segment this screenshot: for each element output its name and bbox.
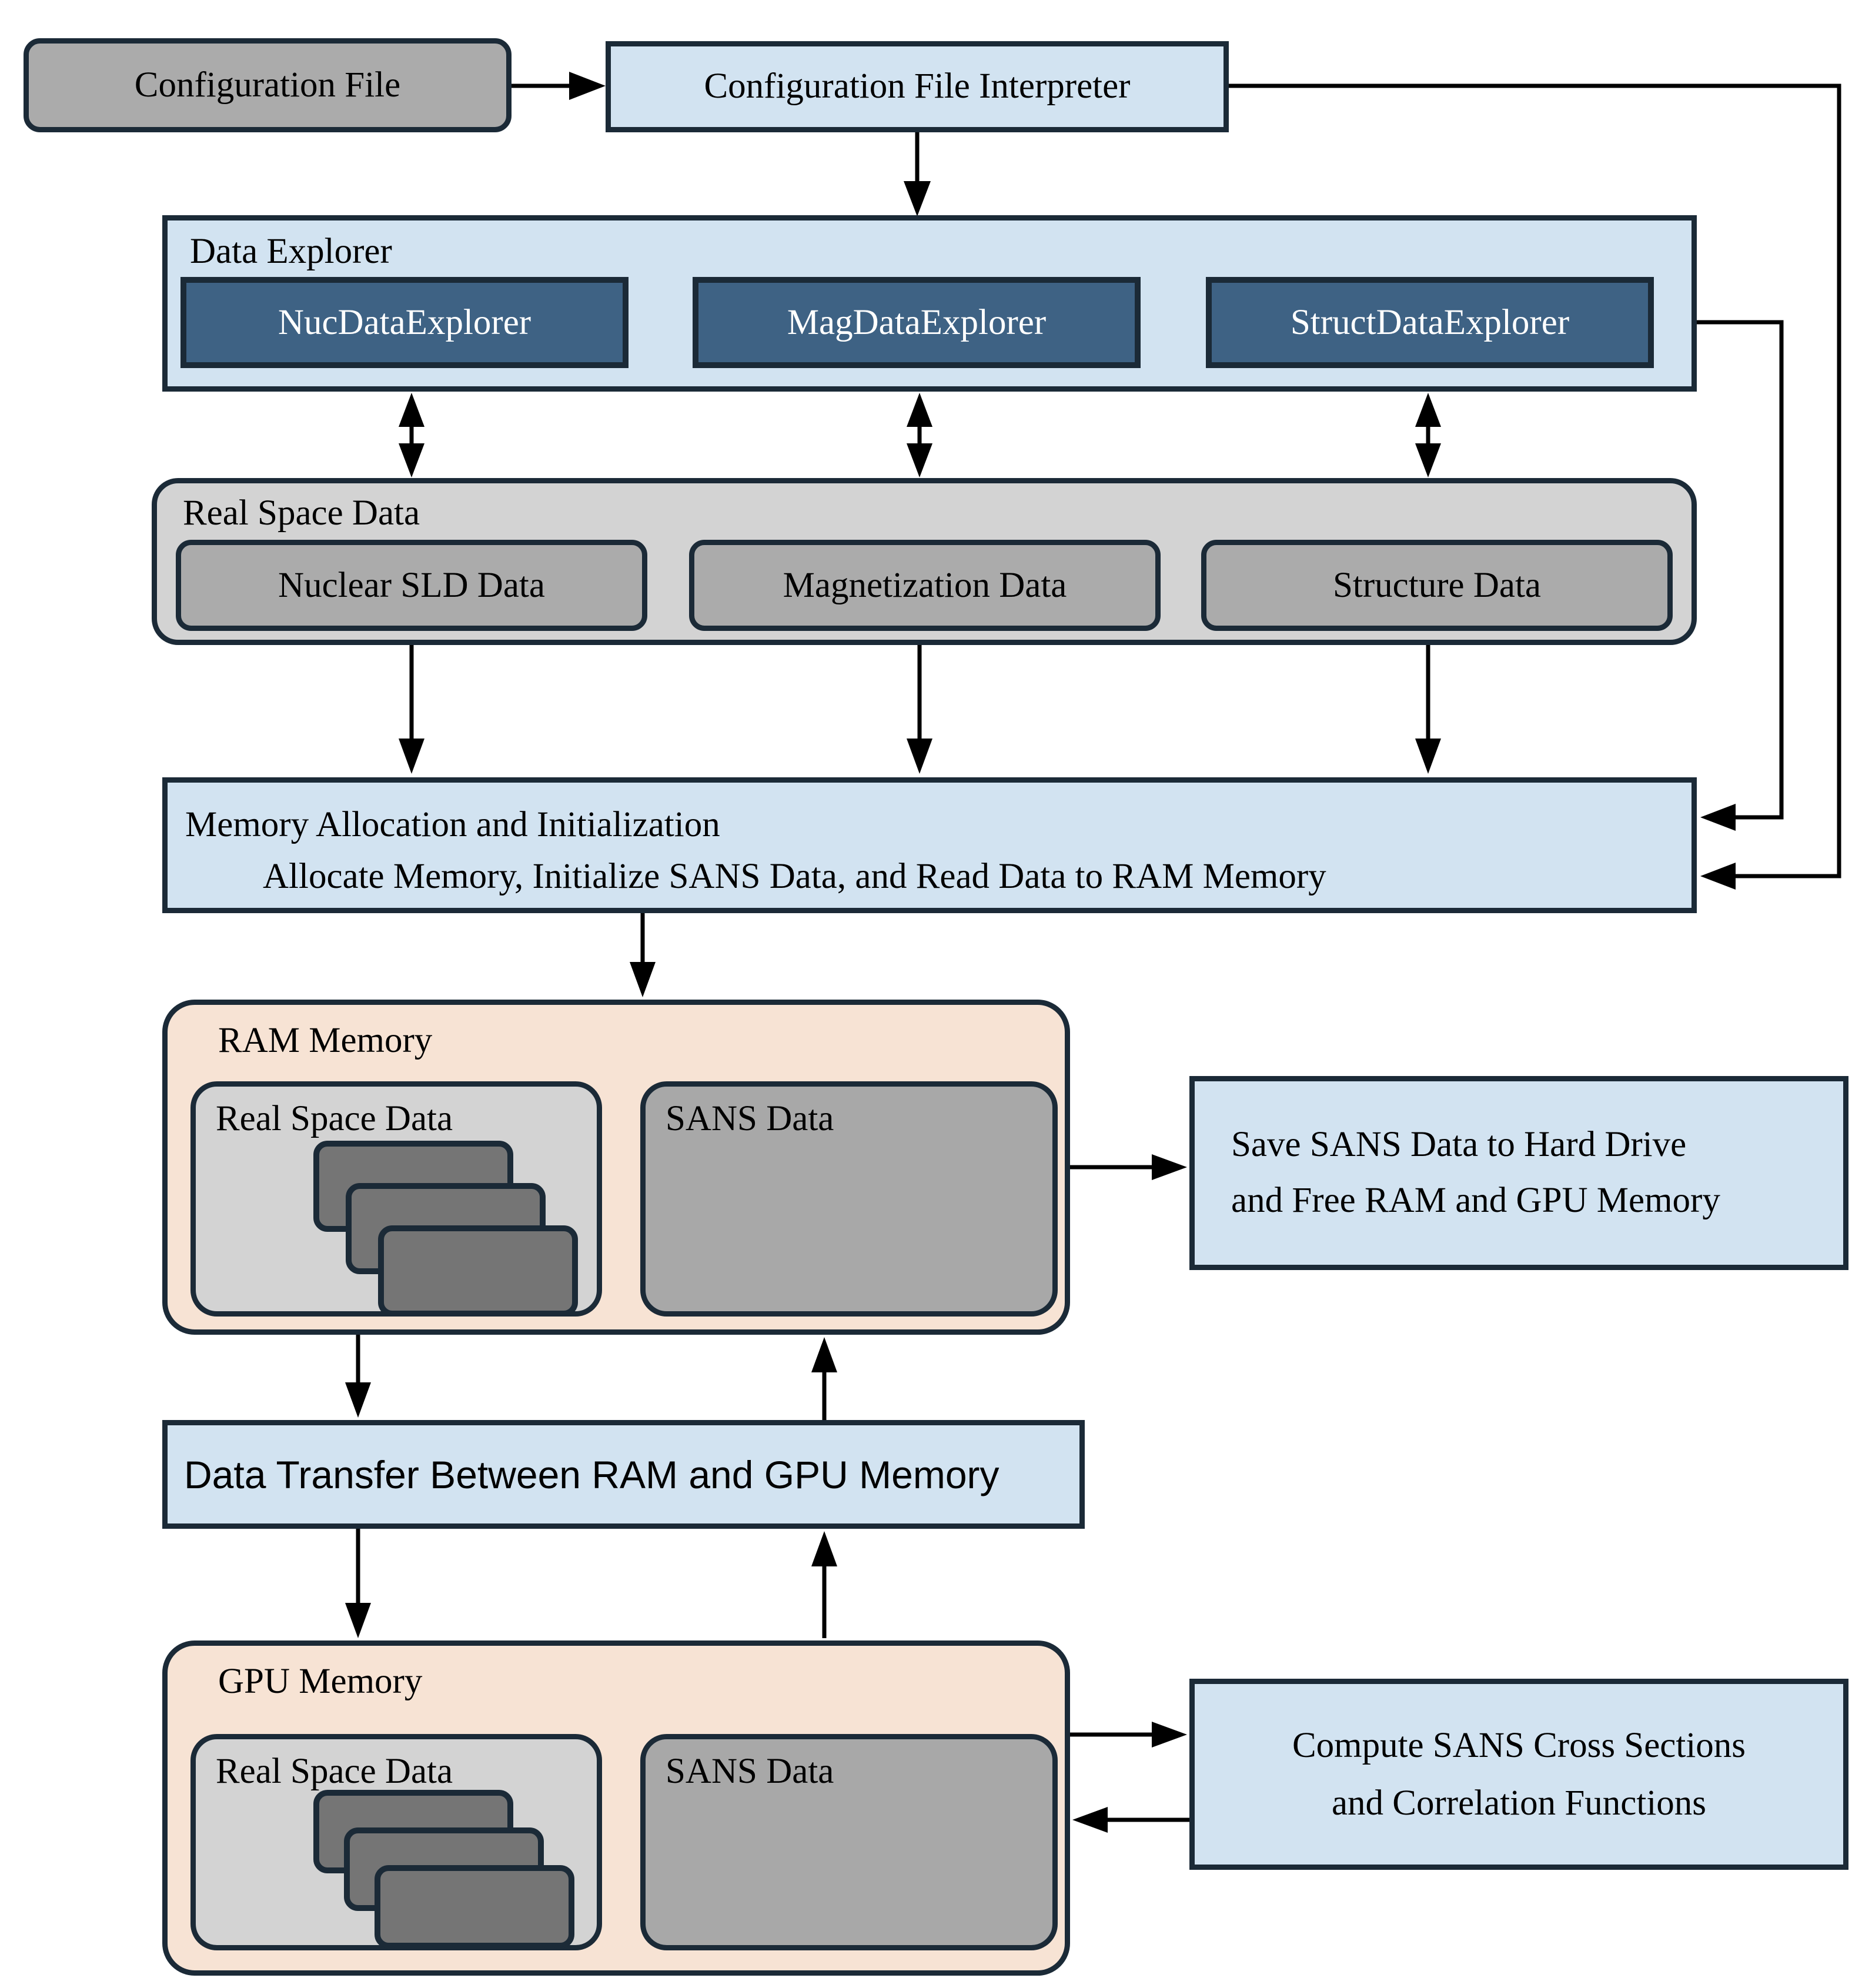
arrow-magnetization-to-memoryalloc [907,645,932,774]
arrow-transfer-to-gpu [345,1529,371,1638]
arrow-ram-to-save [1070,1154,1187,1180]
magnetization-data-node: Magnetization Data [689,540,1161,631]
connector-dataexplorer-to-memoryalloc [1697,320,1784,831]
ram-memory-container: RAM Memory Real Space Data SANS Data [162,1000,1070,1335]
arrow-nuclear-to-memoryalloc [399,645,424,774]
double-arrow-mag [907,393,932,477]
ram-sans-data-box: SANS Data [640,1081,1058,1317]
data-transfer-node: Data Transfer Between RAM and GPU Memory [162,1420,1085,1529]
mag-data-explorer-node: MagDataExplorer [693,277,1141,368]
double-arrow-nuc [399,393,424,477]
ram-sans-data-label: SANS Data [666,1099,834,1138]
structure-data-node: Structure Data [1201,540,1673,631]
gpu-real-space-data-box: Real Space Data [190,1734,602,1950]
memory-allocation-subtitle: Allocate Memory, Initialize SANS Data, a… [263,857,1326,897]
gpu-sans-data-box: SANS Data [640,1734,1058,1950]
config-file-node: Configuration File [24,38,512,132]
real-space-data-container: Real Space Data Nuclear SLD Data Magneti… [152,478,1697,645]
compute-sans-line2: and Correlation Functions [1331,1783,1706,1823]
ram-memory-title: RAM Memory [218,1021,433,1060]
struct-data-explorer-node: StructDataExplorer [1206,277,1654,368]
gpu-memory-title: GPU Memory [218,1662,423,1701]
nuc-data-explorer-node: NucDataExplorer [180,277,629,368]
data-explorer-title: Data Explorer [190,232,392,271]
config-file-interpreter-node: Configuration File Interpreter [606,41,1229,132]
arrow-transfer-to-ram [811,1337,837,1420]
arrow-gpu-to-transfer [811,1531,837,1638]
gpu-real-space-data-label: Real Space Data [216,1752,453,1791]
data-explorer-container: Data Explorer NucDataExplorer MagDataExp… [162,215,1697,392]
arrow-configfile-to-interpreter [512,72,606,100]
arrow-ram-to-transfer [345,1335,371,1418]
gpu-memory-container: GPU Memory Real Space Data SANS Data [162,1640,1070,1976]
compute-sans-node: Compute SANS Cross Sections and Correlat… [1189,1679,1848,1870]
gpu-sans-data-label: SANS Data [666,1752,834,1791]
double-arrow-struct [1415,393,1441,477]
memory-allocation-title: Memory Allocation and Initialization [185,805,720,844]
arrow-compute-to-gpu [1072,1807,1189,1833]
arrow-gpu-to-compute [1070,1722,1187,1748]
real-space-data-title: Real Space Data [183,493,420,533]
save-sans-data-line2: and Free RAM and GPU Memory [1231,1181,1720,1220]
save-sans-data-node: Save SANS Data to Hard Drive and Free RA… [1189,1076,1848,1270]
ram-real-space-data-box: Real Space Data [190,1081,602,1317]
arrow-memoryalloc-to-ram [630,913,656,997]
save-sans-data-line1: Save SANS Data to Hard Drive [1231,1125,1687,1165]
arrow-interpreter-to-dataexplorer [904,132,931,216]
stacked-data-card [375,1865,574,1949]
ram-real-space-data-label: Real Space Data [216,1099,453,1138]
arrow-structure-to-memoryalloc [1415,645,1441,774]
stacked-data-card [378,1225,578,1317]
nuclear-sld-data-node: Nuclear SLD Data [176,540,647,631]
memory-allocation-node: Memory Allocation and Initialization All… [162,777,1697,913]
compute-sans-line1: Compute SANS Cross Sections [1292,1725,1746,1765]
